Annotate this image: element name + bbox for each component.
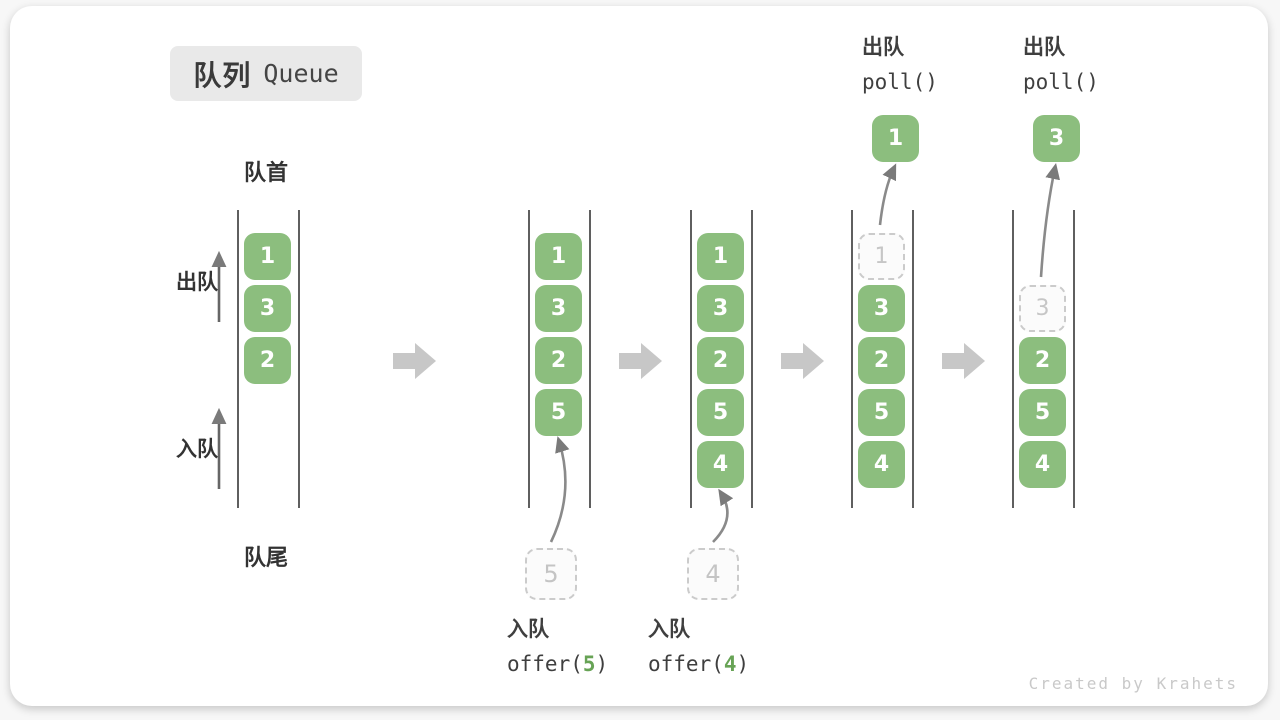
queue-item-box: 2 (858, 337, 905, 384)
title-en: Queue (263, 59, 339, 88)
enqueue-op-code: offer(5) (507, 652, 609, 676)
queue-item-box: 5 (535, 389, 582, 436)
queue-wall-line (1012, 210, 1014, 508)
queue-item-box: 1 (535, 233, 582, 280)
queue-wall-line (1073, 210, 1075, 508)
queue-wall-line (298, 210, 300, 508)
queue-wall-line (690, 210, 692, 508)
queue-rear-label: 队尾 (244, 546, 289, 571)
dequeue-op-zh: 出队 (1023, 35, 1065, 59)
queue-item-box: 2 (244, 337, 291, 384)
pending-item-box: 4 (687, 548, 739, 600)
pending-item-box: 5 (525, 548, 577, 600)
queue-item-box: 3 (535, 285, 582, 332)
dequeue-side-label: 出队 (176, 270, 218, 294)
enqueue-op-arg: 5 (582, 652, 596, 676)
title-badge: 队列 Queue (170, 46, 362, 101)
dequeue-op-label: 出队 poll() (862, 30, 938, 100)
polled-item-box: 3 (1033, 115, 1080, 162)
queue-item-box: 2 (1019, 337, 1066, 384)
dequeue-op-code: poll() (1023, 70, 1099, 94)
enqueue-op-arg: 4 (723, 652, 737, 676)
enqueue-op-label: 入队 offer(5) (507, 612, 608, 682)
dequeue-op-code: poll() (862, 70, 938, 94)
queue-wall-line (912, 210, 914, 508)
queue-wall-line (851, 210, 853, 508)
queue-item-box: 4 (1019, 441, 1066, 488)
removed-item-ghost-box: 3 (1019, 285, 1066, 332)
queue-item-box: 1 (697, 233, 744, 280)
queue-item-box: 2 (535, 337, 582, 384)
enqueue-op-zh: 入队 (648, 617, 690, 641)
queue-item-box: 3 (244, 285, 291, 332)
enqueue-op-code: offer(4) (648, 652, 750, 676)
queue-item-box: 4 (858, 441, 905, 488)
queue-item-box: 4 (697, 441, 744, 488)
queue-item-box: 3 (858, 285, 905, 332)
queue-item-box: 1 (244, 233, 291, 280)
watermark: Created by Krahets (1028, 674, 1238, 693)
dequeue-op-label: 出队 poll() (1023, 30, 1099, 100)
enqueue-side-label: 入队 (176, 437, 218, 461)
queue-front-label: 队首 (244, 161, 289, 186)
queue-item-box: 2 (697, 337, 744, 384)
queue-wall-line (237, 210, 239, 508)
queue-item-box: 5 (858, 389, 905, 436)
dequeue-op-zh: 出队 (862, 35, 904, 59)
queue-item-box: 5 (697, 389, 744, 436)
enqueue-op-label: 入队 offer(4) (648, 612, 749, 682)
queue-wall-line (589, 210, 591, 508)
queue-item-box: 5 (1019, 389, 1066, 436)
queue-wall-line (528, 210, 530, 508)
queue-item-box: 3 (697, 285, 744, 332)
title-zh: 队列 (193, 58, 252, 92)
enqueue-op-zh: 入队 (507, 617, 549, 641)
queue-wall-line (751, 210, 753, 508)
removed-item-ghost-box: 1 (858, 233, 905, 280)
polled-item-box: 1 (872, 115, 919, 162)
